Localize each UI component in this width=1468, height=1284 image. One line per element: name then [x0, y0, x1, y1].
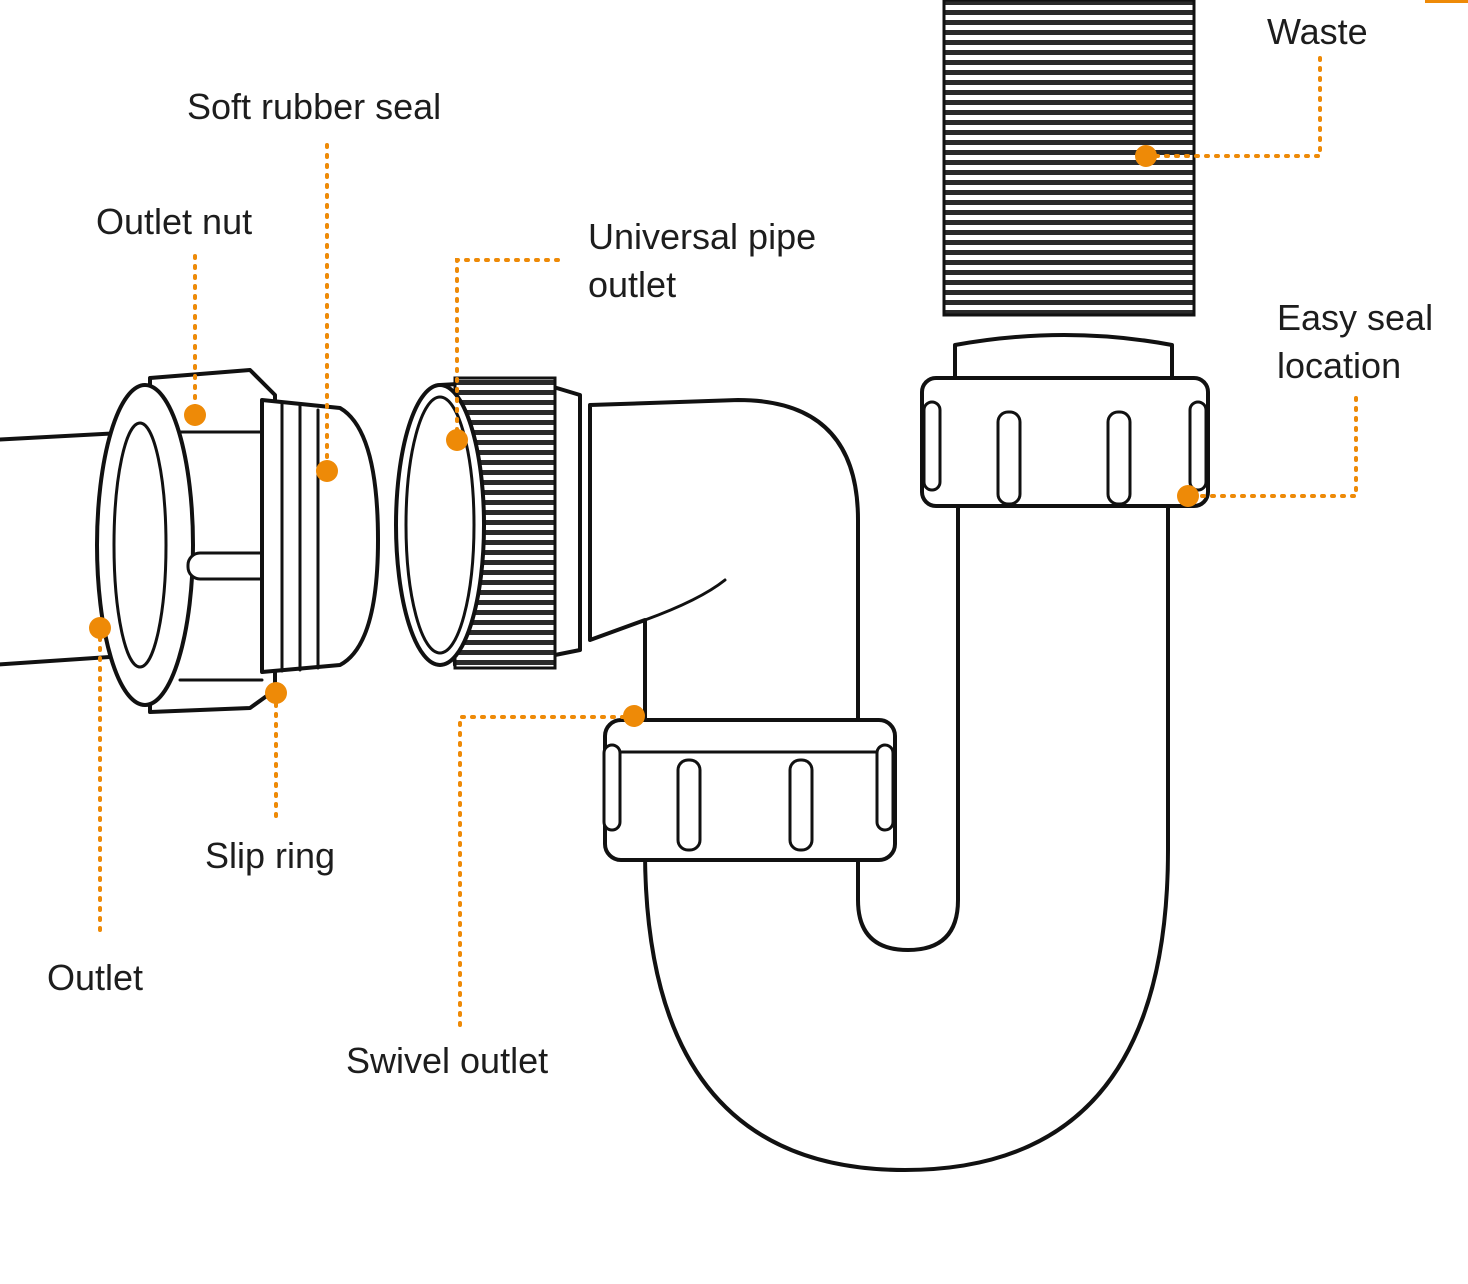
- label-swivel-outlet: Swivel outlet: [346, 1040, 549, 1081]
- leader-swivel-outlet: [458, 715, 636, 1027]
- swivel-outlet-nut: [602, 718, 897, 862]
- label-easy-seal-line2: location: [1277, 345, 1402, 386]
- leader-waste: [1144, 56, 1322, 158]
- leader-universal-pipe-outlet: [455, 258, 560, 442]
- label-easy-seal-location: Easy seal location: [1277, 294, 1433, 390]
- label-waste: Waste: [1267, 11, 1368, 52]
- dot-soft-rubber-seal: [316, 460, 338, 482]
- label-soft-rubber-seal: Soft rubber seal: [187, 86, 442, 127]
- label-universal-pipe-outlet-line2: outlet: [588, 264, 677, 305]
- dot-swivel-outlet: [623, 705, 645, 727]
- dot-slip-ring: [265, 682, 287, 704]
- dot-outlet-nut: [184, 404, 206, 426]
- outlet-nut: [95, 368, 280, 714]
- label-easy-seal-line1: Easy seal: [1277, 297, 1434, 338]
- marker-dots: [89, 145, 1199, 727]
- label-universal-pipe-outlet: Universal pipe outlet: [588, 213, 816, 309]
- leader-lines: [98, 56, 1358, 1027]
- easy-seal-nut: [920, 333, 1210, 508]
- label-outlet-nut: Outlet nut: [96, 201, 253, 242]
- dot-waste: [1135, 145, 1157, 167]
- leader-easy-seal: [1186, 396, 1358, 498]
- soft-rubber-seal: [260, 398, 380, 674]
- label-universal-pipe-outlet-line1: Universal pipe: [588, 216, 817, 257]
- universal-pipe-outlet: [394, 376, 582, 670]
- corner-accent-mark: [1425, 0, 1468, 3]
- dot-easy-seal: [1177, 485, 1199, 507]
- dot-universal-pipe-outlet: [446, 429, 468, 451]
- trap-u-bend: [588, 398, 1170, 1172]
- label-slip-ring: Slip ring: [205, 835, 336, 876]
- label-outlet: Outlet: [47, 957, 144, 998]
- dot-outlet: [89, 617, 111, 639]
